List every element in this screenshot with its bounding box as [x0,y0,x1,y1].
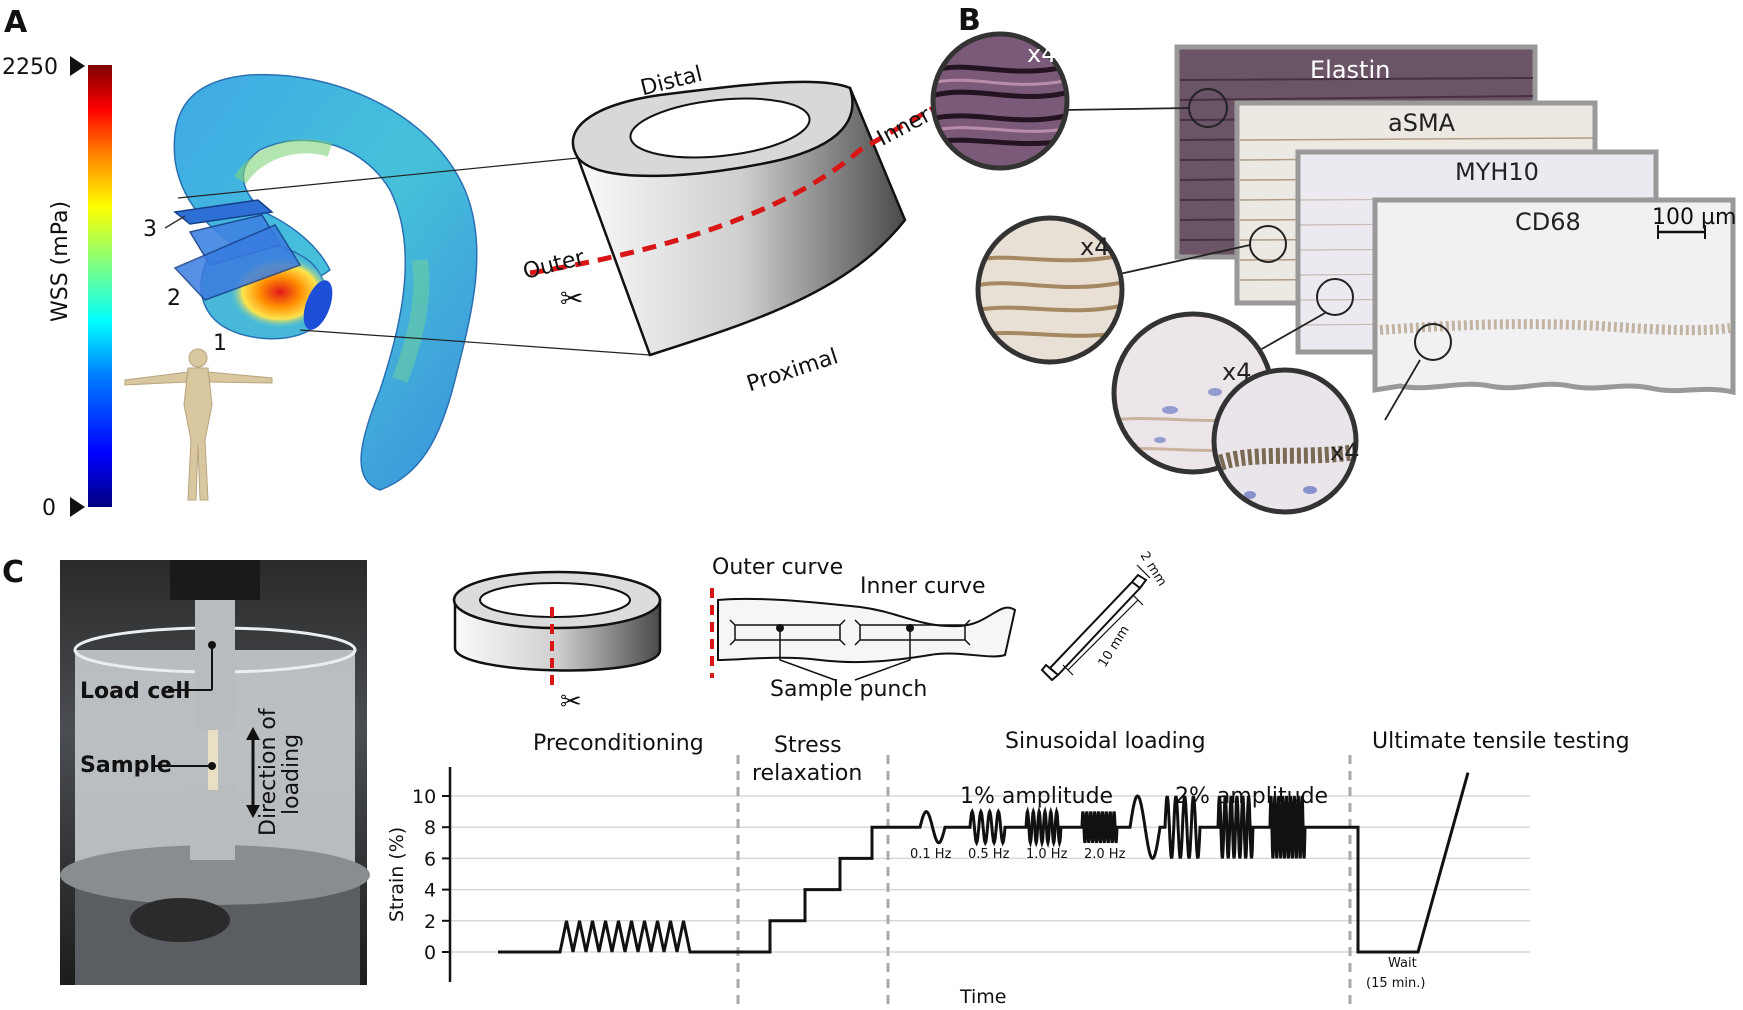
direction-arrow [246,727,260,818]
colorbar-title: WSS (mPa) [48,201,73,322]
x-axis-label: Time [959,986,1007,1008]
load-cell-label: Load cell [80,679,190,704]
scale-bar-label: 100 µm [1652,205,1736,230]
cd68-band [1379,319,1731,336]
small-scissors-icon: ✂ [560,687,582,717]
stain-elastin-label: Elastin [1310,56,1390,84]
roi-asma [1249,225,1287,263]
ring-cut-line [529,104,937,276]
slice-plane-3 [173,199,274,225]
sample-label: Sample [80,753,172,778]
aorta-low-shear-band [234,139,333,185]
amplitude-1-label: 1% amplitude [960,784,1113,809]
zoom-elastin-label: x4 [1027,40,1056,68]
panel-c: C Load cell Sample Direction of loading [2,549,1630,1008]
ring-proximal-label: Proximal [744,344,841,397]
wss-colorbar [88,65,112,507]
phase-relaxation: relaxation [752,761,862,786]
wait-duration-label: (15 min.) [1366,976,1425,991]
unrolled-strip-diagram [710,588,1017,681]
panel-a-label: A [4,5,28,40]
aortic-ring-diagram: Distal Proximal Outer Inner ✂ [520,62,937,397]
chart-y-ticks: 0 2 4 6 8 10 [412,786,450,964]
stain-cd68-label: CD68 [1515,208,1581,236]
freq-label-1: 0.1 Hz [910,847,952,862]
wait-label: Wait [1388,956,1417,971]
phase-ultimate: Ultimate tensile testing [1372,729,1630,754]
panel-b-label: B [958,3,981,38]
zoom-cd68-label: x4 [1330,438,1359,466]
y-tick-label-8: 8 [424,817,436,839]
inner-curve-label: Inner curve [860,574,986,599]
panel-c-label: C [2,555,24,590]
zoom-elastin [933,34,1067,168]
direction-label-1: Direction of [256,707,281,836]
connector-top [177,157,579,199]
roi-myh10 [1316,278,1354,316]
freq-label-3: 1.0 Hz [1026,847,1068,862]
colorbar-max-marker [70,56,85,76]
zoom-asma-label: x4 [1080,233,1109,261]
y-tick-label-2: 2 [424,911,436,933]
phase-sinusoidal: Sinusoidal loading [1005,729,1206,754]
roi-cd68 [1414,323,1452,361]
small-ring-diagram: ✂ [452,570,662,717]
slice-1-label: 1 [213,331,227,356]
slide-cd68 [1372,197,1736,396]
tensile-tester-photo [60,560,370,985]
aorta-descending-band [392,259,430,383]
stain-asma-label: aSMA [1388,109,1456,137]
phase-stress: Stress [774,733,842,758]
aortic-root-opening [303,280,333,330]
freq-label-4: 2.0 Hz [1084,847,1126,862]
colorbar-min-marker [70,497,85,517]
slice-3-label: 3 [143,217,157,242]
slice-plane-1 [173,224,302,301]
outer-curve-label: Outer curve [712,555,843,580]
strain-protocol-chart: 0 2 4 6 8 10 Strain (%) Time 1% amplitude 2% … [386,755,1530,1008]
amplitude-2-label: 2% amplitude [1175,784,1328,809]
zoom-cd68 [1214,370,1356,512]
y-tick-label-6: 6 [424,848,436,870]
freq-label-2: 0.5 Hz [968,847,1010,862]
ring-outer-label: Outer [520,245,588,285]
y-axis-label: Strain (%) [386,827,408,922]
colorbar-min-label: 0 [42,496,56,521]
y-tick-label-10: 10 [412,786,436,808]
dogbone-sample-diagram [1040,564,1151,682]
strain-trace [498,772,1470,954]
sample-punch-label: Sample punch [770,677,927,702]
slice-2-label: 2 [167,286,181,311]
ring-inner-label: Inner [873,102,936,151]
phase-preconditioning: Preconditioning [533,731,704,756]
panel-a: A 2250 0 WSS (mPa) 3 2 1 [2,5,937,521]
y-tick-label-0: 0 [424,942,436,964]
colorbar-max-label: 2250 [2,55,58,80]
panel-b: B Elastin aSMA MYH10 CD68 100 µm [930,3,1736,515]
direction-label-2: loading [279,734,304,815]
stain-myh10-label: MYH10 [1455,158,1539,186]
slice-3-leader [164,215,186,229]
connector-bottom [299,329,651,356]
aorta-model [173,73,478,491]
y-tick-label-4: 4 [424,880,436,902]
human-body-icon [124,348,273,501]
scissors-icon: ✂ [560,282,583,315]
